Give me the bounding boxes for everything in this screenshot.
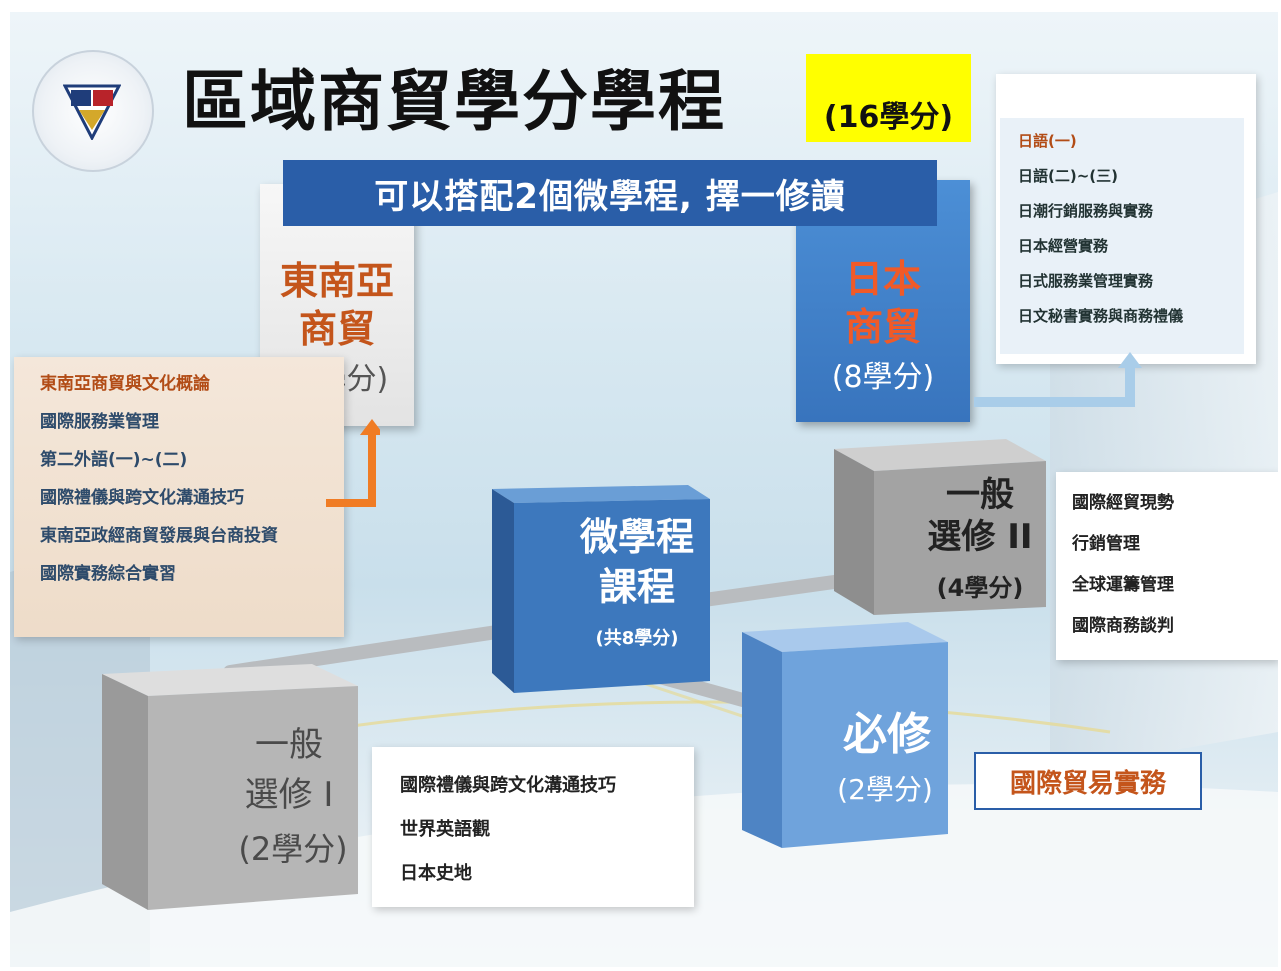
slide: 區域商貿學分學程 (16學分) 可以搭配2個微學程, 擇一修讀 東南亞 商貿 (… bbox=[10, 12, 1278, 967]
list-item: 國際禮儀與跨文化溝通技巧 bbox=[400, 775, 616, 796]
elective-2-cube bbox=[834, 439, 1046, 615]
elective-1-course-list: 國際禮儀與跨文化溝通技巧 世界英語觀 日本史地 bbox=[372, 747, 694, 907]
arrow-up-icon bbox=[326, 419, 380, 507]
list-item: 世界英語觀 bbox=[400, 819, 490, 840]
list-item: 日本經營實務 bbox=[1018, 237, 1109, 255]
list-item: 國際經貿現勢 bbox=[1072, 493, 1174, 513]
list-item: 日潮行銷服務與實務 bbox=[1018, 202, 1154, 220]
list-item: 日文秘書實務與商務禮儀 bbox=[1018, 307, 1184, 325]
university-logo bbox=[32, 50, 154, 172]
list-item: 全球運籌管理 bbox=[1072, 575, 1174, 595]
list-item: 東南亞商貿與文化概論 bbox=[40, 374, 210, 394]
list-item: 國際服務業管理 bbox=[40, 412, 159, 432]
required-title: 必修 bbox=[843, 709, 931, 760]
list-item: 國際實務綜合實習 bbox=[40, 564, 176, 584]
arrow-up-icon bbox=[974, 352, 1142, 407]
list-item: 國際商務談判 bbox=[1072, 616, 1174, 636]
southeast-asia-course-list: 東南亞商貿與文化概論 國際服務業管理 第二外語(一)~(二) 國際禮儀與跨文化溝… bbox=[14, 357, 344, 637]
micro-program-cube bbox=[492, 485, 710, 693]
elective-2-credits: (4學分) bbox=[936, 574, 1024, 602]
list-item: 日本史地 bbox=[400, 863, 472, 884]
micro-program-title: 微學程 課程 bbox=[579, 515, 694, 609]
total-credits-badge: (16學分) bbox=[806, 54, 971, 142]
required-credits: (2學分) bbox=[837, 773, 933, 806]
southeast-asia-title: 東南亞 商貿 bbox=[279, 259, 394, 351]
list-item: 日式服務業管理實務 bbox=[1018, 272, 1154, 290]
shield-icon bbox=[63, 84, 121, 140]
elective-2-title: 一般 選修 II bbox=[927, 475, 1033, 557]
list-item: 行銷管理 bbox=[1072, 534, 1140, 554]
list-item: 國際禮儀與跨文化溝通技巧 bbox=[40, 488, 244, 508]
list-item: 日語(一) bbox=[1018, 132, 1077, 150]
list-item: 第二外語(一)~(二) bbox=[40, 450, 188, 470]
japan-title: 日本 商貿 bbox=[844, 257, 921, 349]
elective-1-cube bbox=[102, 664, 358, 910]
list-item: 東南亞政經商貿發展與台商投資 bbox=[40, 526, 278, 546]
page-title: 區域商貿學分學程 bbox=[182, 63, 726, 140]
elective-2-course-list: 國際經貿現勢 行銷管理 全球運籌管理 國際商務談判 bbox=[1056, 472, 1278, 660]
japan-course-list: 日語(一) 日語(二)~(三) 日潮行銷服務與實務 日本經營實務 日式服務業管理… bbox=[996, 74, 1256, 364]
required-cube bbox=[742, 622, 948, 848]
micro-program-credits: (共8學分) bbox=[595, 628, 679, 649]
micro-program-banner: 可以搭配2個微學程, 擇一修讀 bbox=[283, 160, 937, 226]
list-item: 日語(二)~(三) bbox=[1018, 167, 1118, 185]
elective-1-credits: (2學分) bbox=[238, 830, 348, 868]
list-panel bbox=[1000, 118, 1244, 354]
japan-credits: (8學分) bbox=[831, 360, 935, 395]
required-course-label: 國際貿易實務 bbox=[974, 752, 1202, 810]
elective-1-title: 一般 選修 I bbox=[244, 725, 334, 815]
